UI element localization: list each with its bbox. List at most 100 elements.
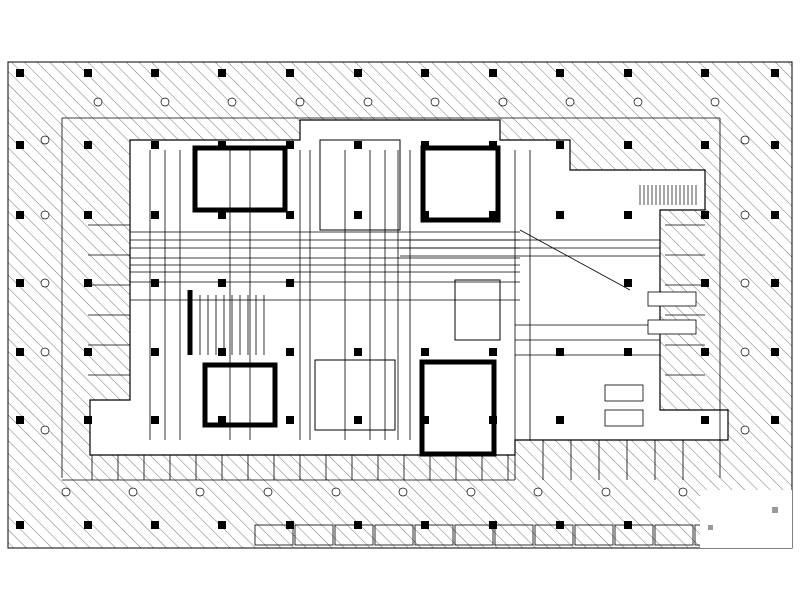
column <box>151 521 159 529</box>
duct-lines <box>61 117 721 478</box>
axis-bubble <box>601 487 611 497</box>
column <box>354 348 362 356</box>
column <box>16 211 24 219</box>
column <box>354 141 362 149</box>
column <box>556 416 564 424</box>
column <box>286 211 294 219</box>
column <box>771 348 779 356</box>
column <box>286 141 294 149</box>
bay <box>574 524 614 546</box>
column <box>84 211 92 219</box>
axis-bubble <box>295 97 305 107</box>
column <box>151 279 159 287</box>
column <box>489 69 497 77</box>
axis-bubble <box>633 97 643 107</box>
column <box>84 69 92 77</box>
marker <box>772 507 778 513</box>
axis-bubble <box>565 97 575 107</box>
column <box>218 141 226 149</box>
axis-bubble <box>430 97 440 107</box>
column <box>771 69 779 77</box>
bay <box>454 524 494 546</box>
column <box>218 211 226 219</box>
building-interior <box>89 119 729 456</box>
core-walls <box>187 145 501 457</box>
column <box>354 416 362 424</box>
column <box>489 521 497 529</box>
axis-bubble <box>740 425 750 435</box>
column <box>421 416 429 424</box>
column <box>218 416 226 424</box>
axis-bubble <box>331 487 341 497</box>
column <box>701 211 709 219</box>
column <box>624 69 632 77</box>
column <box>421 211 429 219</box>
column <box>489 141 497 149</box>
column <box>771 416 779 424</box>
bay <box>294 524 334 546</box>
column <box>84 279 92 287</box>
axis-bubble <box>740 347 750 357</box>
axis-bubble <box>740 210 750 220</box>
column <box>286 279 294 287</box>
axis-bubble <box>195 487 205 497</box>
vehicles <box>604 291 697 427</box>
column <box>701 69 709 77</box>
column <box>624 279 632 287</box>
column <box>16 521 24 529</box>
column <box>421 521 429 529</box>
axis-bubble <box>466 487 476 497</box>
column <box>701 416 709 424</box>
column <box>84 521 92 529</box>
column <box>624 348 632 356</box>
column <box>556 348 564 356</box>
column <box>84 141 92 149</box>
column <box>218 348 226 356</box>
bay <box>654 524 694 546</box>
column <box>701 279 709 287</box>
column <box>151 348 159 356</box>
parking-bays <box>62 224 734 546</box>
marker <box>708 525 713 530</box>
blank-corner <box>700 490 792 548</box>
axis-bubble <box>498 97 508 107</box>
column <box>354 69 362 77</box>
column <box>556 141 564 149</box>
column <box>701 141 709 149</box>
column <box>286 348 294 356</box>
column <box>16 416 24 424</box>
duct-line <box>519 229 631 291</box>
column <box>771 141 779 149</box>
column <box>151 141 159 149</box>
column <box>489 348 497 356</box>
column <box>84 348 92 356</box>
column <box>421 348 429 356</box>
bay <box>494 524 534 546</box>
axis-bubble <box>263 487 273 497</box>
axis-bubble <box>533 487 543 497</box>
axis-bubble <box>128 487 138 497</box>
column <box>771 211 779 219</box>
column <box>286 521 294 529</box>
column <box>421 141 429 149</box>
axis-bubble <box>710 97 720 107</box>
column <box>556 69 564 77</box>
axis-bubble <box>160 97 170 107</box>
axis-bubble <box>40 210 50 220</box>
bay <box>614 524 654 546</box>
column <box>151 416 159 424</box>
bay <box>254 524 294 546</box>
column <box>354 211 362 219</box>
column <box>286 69 294 77</box>
column <box>218 69 226 77</box>
column <box>16 348 24 356</box>
bay <box>534 524 574 546</box>
structural-columns <box>16 69 779 529</box>
axis-bubble <box>678 487 688 497</box>
column <box>84 416 92 424</box>
axis-bubble <box>40 347 50 357</box>
axis-bubble <box>740 135 750 145</box>
column <box>421 69 429 77</box>
column <box>624 141 632 149</box>
column <box>771 279 779 287</box>
